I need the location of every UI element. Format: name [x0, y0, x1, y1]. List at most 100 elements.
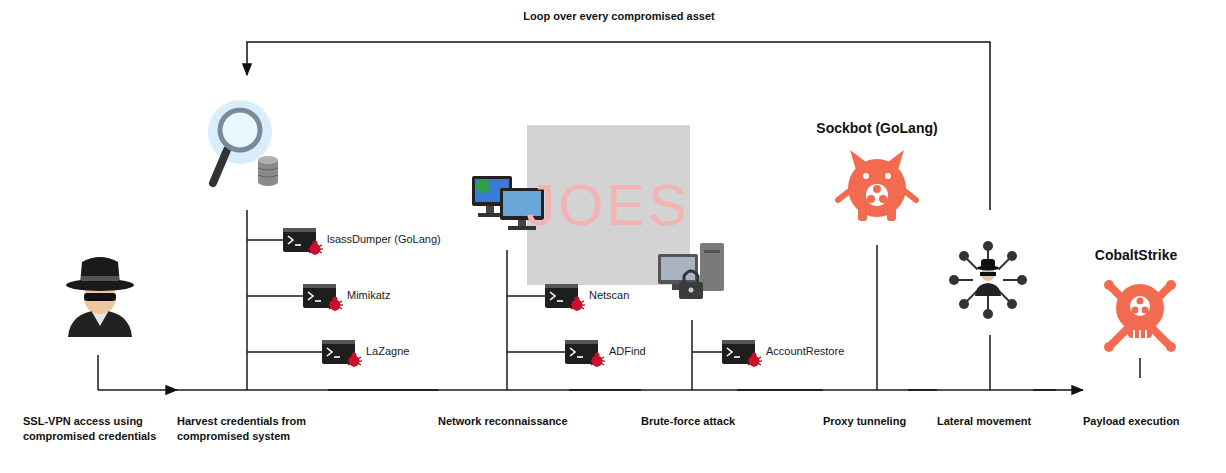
- lateral-network-icon-part-part: [975, 283, 1001, 296]
- timeline-part: [98, 389, 1056, 391]
- sockbot-devil-icon-part: [838, 192, 848, 200]
- lateral-network-icon: [949, 241, 1027, 319]
- lateral-network-icon-part-part: [949, 275, 959, 285]
- stage-column: Proxy tunneling: [823, 245, 908, 429]
- stage-label: Harvest credentials from compromised sys…: [177, 414, 327, 444]
- sockbot-devil-icon-part: [848, 159, 906, 217]
- flow-connector: [737, 389, 823, 391]
- stage-label: Proxy tunneling: [823, 414, 906, 429]
- sockbot-devil-icon-part: [875, 193, 879, 197]
- lateral-network-icon-part-part: [983, 241, 993, 251]
- timeline-part: [247, 239, 283, 241]
- sockbot-devil-icon: [838, 150, 916, 221]
- hacker-icon-part: [84, 293, 116, 301]
- timeline-part: [246, 210, 248, 390]
- stage-column: Network reconnaissance: [438, 250, 569, 429]
- cobaltstrike-skull-icon-part: [1166, 280, 1176, 290]
- timeline-part: [506, 250, 508, 390]
- sockbot-devil-icon-part: [906, 192, 916, 200]
- sockbot-devil-icon-part: [867, 195, 875, 203]
- locked-computer-icon-part: [704, 250, 720, 253]
- flow-connector: [174, 389, 177, 391]
- locked-computer-icon-part: [684, 271, 698, 283]
- timeline-part: [97, 355, 99, 390]
- tool-label: Netscan: [589, 288, 629, 303]
- terminal-icons-part: [545, 284, 585, 311]
- cobaltstrike-skull-icon: [1104, 280, 1176, 352]
- stage-column: Payload execution: [1083, 355, 1181, 429]
- hacker-icon-part: [80, 257, 120, 285]
- locked-computer-icon-part: [700, 243, 724, 291]
- timeline-part: [876, 245, 878, 390]
- cobaltstrike-skull-icon-part: [1145, 330, 1147, 338]
- sockbot-devil-icon-part: [863, 173, 869, 179]
- timeline-part: [507, 295, 545, 297]
- sockbot-devil-icon-part: [879, 195, 887, 203]
- cobaltstrike-skull-icon-part: [1130, 296, 1150, 316]
- stage-column: Brute-force attack: [641, 320, 737, 429]
- timeline-part: [1139, 358, 1141, 378]
- search-icon-part: [208, 100, 272, 164]
- malware-name: Sockbot (GoLang): [816, 119, 937, 137]
- hacker-icon-part: [92, 312, 108, 326]
- search-icon-part: [258, 168, 278, 177]
- search-icon-part: [258, 156, 278, 164]
- cobaltstrike-skull-icon-part: [1138, 304, 1142, 308]
- lateral-network-icon-part-part: [983, 309, 993, 319]
- malware-name: CobaltStrike: [1095, 246, 1177, 264]
- cobaltstrike-skull-icon-part: [1137, 298, 1144, 305]
- terminal-icons-part: [722, 340, 762, 367]
- stage-label: Lateral movement: [937, 414, 1031, 429]
- tool-label: LaZagne: [366, 344, 409, 359]
- computers-icon-part: [476, 179, 490, 193]
- stage-label: Brute-force attack: [641, 414, 735, 429]
- sockbot-devil-icon-part: [866, 184, 888, 206]
- lateral-network-icon-part-part: [1007, 299, 1017, 309]
- lateral-network-icon-part-part: [959, 251, 969, 261]
- cobaltstrike-skull-icon-part: [1104, 280, 1114, 290]
- timeline-part: [507, 351, 565, 353]
- flow-connector: [569, 389, 641, 391]
- flow-connector: [1033, 389, 1083, 391]
- search-icon-part: [258, 178, 278, 186]
- search-icon-part: [213, 150, 227, 183]
- cobaltstrike-skull-icon-part: [1132, 307, 1139, 314]
- computers-icon-part: [518, 220, 526, 227]
- computers-icon-part: [486, 206, 494, 214]
- search-icon: [208, 100, 278, 186]
- sockbot-devil-icon-part: [873, 185, 881, 193]
- locked-computer-icon-part: [658, 254, 698, 284]
- flow-connector: [908, 389, 937, 391]
- lateral-network-icon-part-part: [973, 265, 1003, 295]
- cobaltstrike-skull-icon-part: [1142, 307, 1149, 314]
- timeline: [98, 210, 1140, 390]
- hacker-icon: [66, 257, 134, 337]
- timeline-part: [247, 351, 322, 353]
- watermark: JOES: [526, 173, 690, 237]
- tool-label: Mimikatz: [347, 288, 390, 303]
- flow-connector: [328, 389, 438, 391]
- cobaltstrike-skull-icon-part: [1128, 322, 1152, 338]
- locked-computer-icon: [658, 243, 724, 299]
- terminal-icons-part: [322, 340, 362, 367]
- lateral-network-icon-part-part: [1017, 275, 1027, 285]
- cobaltstrike-skull-icon-part: [1133, 330, 1135, 338]
- stage-label: Network reconnaissance: [438, 414, 568, 429]
- lateral-network-icon-part-part: [980, 272, 996, 276]
- hacker-icon-part: [81, 276, 119, 281]
- lateral-network-icon-part-part: [981, 259, 995, 268]
- sockbot-devil-icon-part: [885, 173, 891, 179]
- stage-column: Lateral movement: [937, 210, 1033, 429]
- timeline-part: [989, 335, 991, 390]
- terminal-icons-part: [565, 340, 605, 367]
- lateral-network-icon-part-part: [1007, 251, 1017, 261]
- search-icon-part: [220, 110, 260, 150]
- terminal-icons: [283, 228, 762, 367]
- locked-computer-icon-part: [679, 282, 703, 299]
- tool-label: lsassDumper (GoLang): [327, 232, 441, 247]
- cobaltstrike-skull-icon-part: [1104, 342, 1114, 352]
- cobaltstrike-skull-icon-part: [1139, 330, 1141, 338]
- connector-label: Loop over every compromised asset: [520, 9, 717, 24]
- hacker-icon-part: [68, 310, 132, 337]
- timeline-part: [692, 351, 722, 353]
